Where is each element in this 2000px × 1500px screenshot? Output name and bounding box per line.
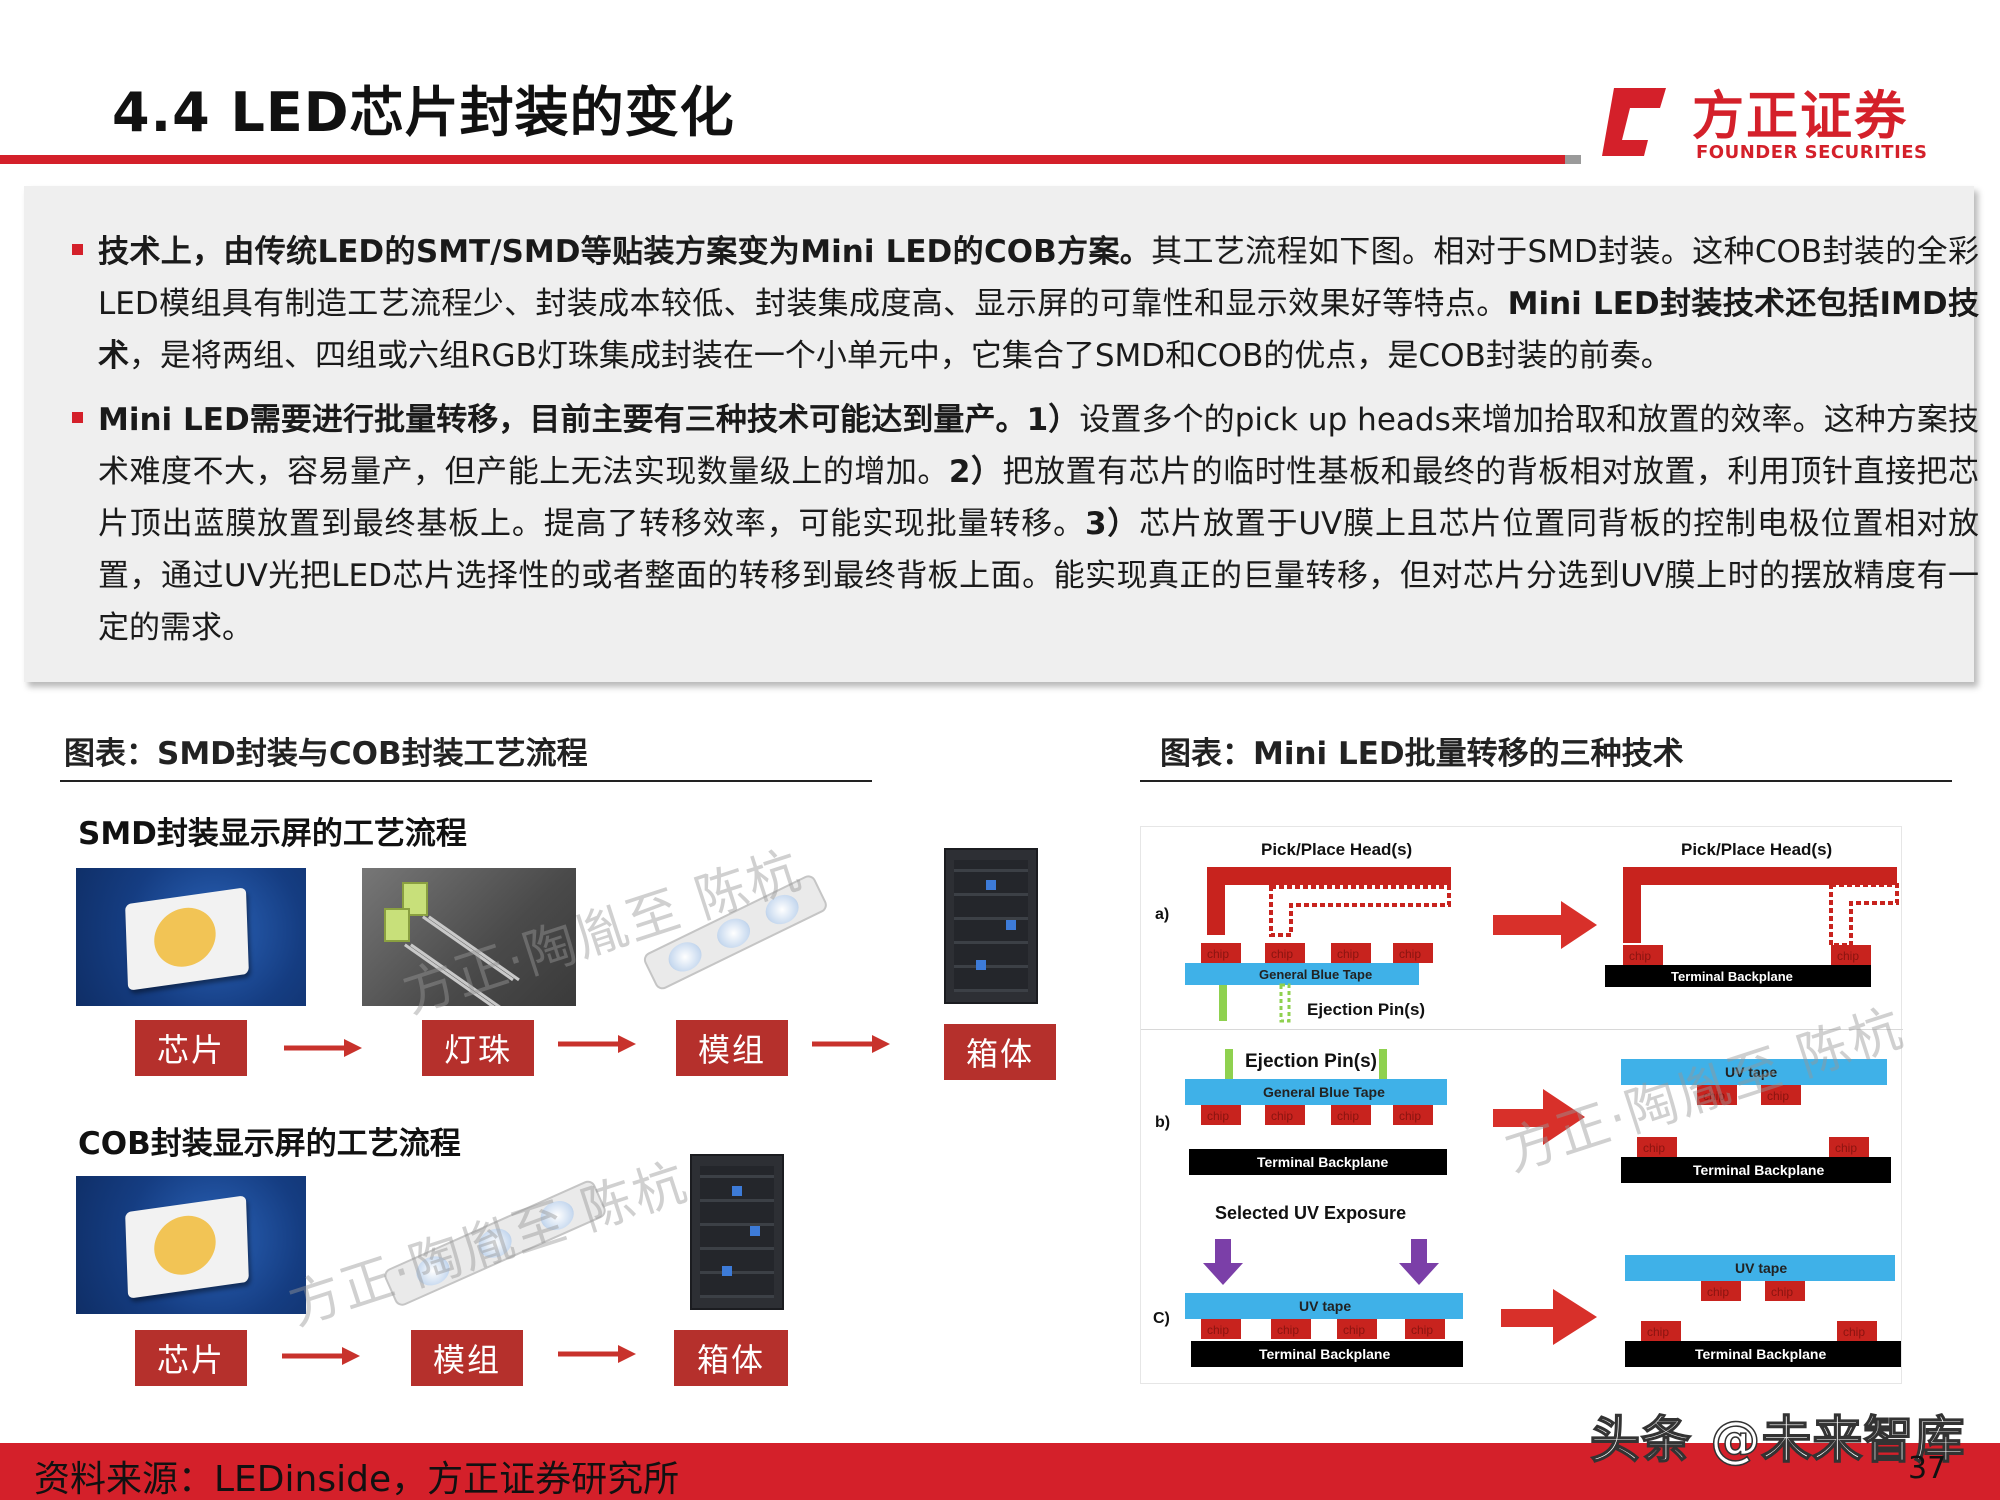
svg-text:b): b): [1155, 1114, 1170, 1131]
left-caption-rule: [60, 780, 872, 782]
arrow-right-icon: [558, 1035, 636, 1053]
arrow-right-icon: [282, 1347, 360, 1365]
mass-transfer-diagram: a) Pick/Place Head(s) General Blue Tape …: [1140, 826, 1903, 1384]
svg-text:Ejection Pin(s): Ejection Pin(s): [1307, 1000, 1425, 1019]
cabinet-photo: [672, 1152, 832, 1312]
summary-text-box: 技术上，由传统LED的SMT/SMD等贴装方案变为Mini LED的COB方案。…: [24, 186, 1979, 682]
svg-text:chip: chip: [1411, 1323, 1433, 1337]
svg-text:General Blue Tape: General Blue Tape: [1259, 967, 1372, 982]
svg-text:Terminal Backplane: Terminal Backplane: [1671, 969, 1793, 984]
founder-logo-icon: [1602, 88, 1666, 156]
svg-text:chip: chip: [1837, 949, 1859, 963]
title-divider: [0, 155, 1580, 164]
footer-source: 资料来源：LEDinside，方正证券研究所: [34, 1459, 680, 1500]
svg-text:chip: chip: [1629, 949, 1651, 963]
svg-text:chip: chip: [1835, 1141, 1857, 1155]
svg-text:chip: chip: [1277, 1323, 1299, 1337]
svg-text:chip: chip: [1343, 1323, 1365, 1337]
svg-text:chip: chip: [1337, 947, 1359, 961]
panel-c-uv-exposure: C) Selected UV Exposure UV tape chip chi…: [1153, 1203, 1901, 1367]
cob-step-cabinet: 箱体: [674, 1330, 788, 1386]
smd-step-chip: 芯片: [135, 1020, 247, 1076]
svg-text:Terminal Backplane: Terminal Backplane: [1693, 1162, 1824, 1178]
cob-step-module: 模组: [411, 1330, 523, 1386]
svg-text:chip: chip: [1643, 1141, 1665, 1155]
svg-text:chip: chip: [1271, 947, 1293, 961]
chip-photo: [76, 1176, 306, 1314]
footer-brand-watermark: 头条 @未来智库: [1589, 1410, 1966, 1470]
svg-text:chip: chip: [1207, 947, 1229, 961]
founder-logo: 方正证券 FOUNDER SECURITIES: [1600, 78, 1930, 168]
bullet-mass-transfer: Mini LED需要进行批量转移，目前主要有三种技术可能达到量产。1）设置多个的…: [72, 394, 1979, 654]
cob-process-heading: COB封装显示屏的工艺流程: [78, 1126, 461, 1162]
logo-chinese-name: 方正证券: [1692, 87, 1909, 147]
bullet-square-icon: [72, 244, 83, 255]
svg-text:Ejection Pin(s): Ejection Pin(s): [1245, 1051, 1377, 1072]
svg-text:C): C): [1153, 1310, 1170, 1327]
chip-photo: [76, 868, 306, 1006]
arrow-right-icon: [284, 1039, 362, 1057]
svg-text:Terminal Backplane: Terminal Backplane: [1259, 1346, 1390, 1362]
title-divider-end: [1565, 155, 1581, 164]
cabinet-photo: [892, 846, 1088, 1006]
svg-text:UV tape: UV tape: [1735, 1260, 1787, 1276]
svg-text:General Blue Tape: General Blue Tape: [1263, 1084, 1385, 1100]
svg-text:chip: chip: [1707, 1285, 1729, 1299]
panel-b-ejection-pin: b) Ejection Pin(s) General Blue Tape chi…: [1155, 1049, 1891, 1183]
logo-english-name: FOUNDER SECURITIES: [1696, 142, 1928, 163]
bullet-text: 技术上，由传统LED的SMT/SMD等贴装方案变为Mini LED的COB方案。…: [98, 234, 1979, 374]
svg-text:chip: chip: [1337, 1109, 1359, 1123]
panel-a-pick-place: a) Pick/Place Head(s) General Blue Tape …: [1155, 840, 1899, 1023]
svg-text:chip: chip: [1399, 1109, 1421, 1123]
smd-process-heading: SMD封装显示屏的工艺流程: [78, 816, 467, 852]
smd-step-module: 模组: [676, 1020, 788, 1076]
right-figure-caption: 图表：Mini LED批量转移的三种技术: [1160, 736, 1684, 772]
svg-text:chip: chip: [1703, 1089, 1725, 1103]
svg-text:Terminal Backplane: Terminal Backplane: [1695, 1346, 1826, 1362]
svg-text:Selected UV Exposure: Selected UV Exposure: [1215, 1203, 1406, 1223]
svg-text:chip: chip: [1771, 1285, 1793, 1299]
svg-text:Terminal Backplane: Terminal Backplane: [1257, 1154, 1388, 1170]
smd-step-cabinet: 箱体: [944, 1024, 1056, 1080]
left-figure-caption: 图表：SMD封装与COB封装工艺流程: [64, 736, 588, 772]
right-caption-rule: [1140, 780, 1952, 782]
bullet-cob-overview: 技术上，由传统LED的SMT/SMD等贴装方案变为Mini LED的COB方案。…: [72, 226, 1979, 382]
page-title: 4.4 LED芯片封装的变化: [112, 81, 735, 144]
bullet-text: Mini LED需要进行批量转移，目前主要有三种技术可能达到量产。1）设置多个的…: [98, 402, 1979, 646]
svg-text:chip: chip: [1767, 1089, 1789, 1103]
svg-text:chip: chip: [1207, 1323, 1229, 1337]
svg-text:chip: chip: [1647, 1325, 1669, 1339]
svg-text:Pick/Place Head(s): Pick/Place Head(s): [1681, 840, 1832, 859]
arrow-right-icon: [812, 1035, 890, 1053]
arrow-right-icon: [558, 1345, 636, 1363]
svg-text:UV tape: UV tape: [1299, 1298, 1351, 1314]
svg-text:chip: chip: [1843, 1325, 1865, 1339]
svg-text:UV tape: UV tape: [1725, 1064, 1777, 1080]
svg-text:Pick/Place Head(s): Pick/Place Head(s): [1261, 840, 1412, 859]
svg-text:chip: chip: [1399, 947, 1421, 961]
page-number: 37: [1908, 1451, 1947, 1486]
smd-step-bead: 灯珠: [422, 1020, 534, 1076]
footer-bar: [0, 1443, 2000, 1500]
cob-step-chip: 芯片: [135, 1330, 247, 1386]
svg-text:chip: chip: [1207, 1109, 1229, 1123]
svg-text:chip: chip: [1271, 1109, 1293, 1123]
led-bead-photo: [362, 868, 576, 1006]
bullet-square-icon: [72, 412, 83, 423]
svg-text:a): a): [1155, 906, 1169, 923]
